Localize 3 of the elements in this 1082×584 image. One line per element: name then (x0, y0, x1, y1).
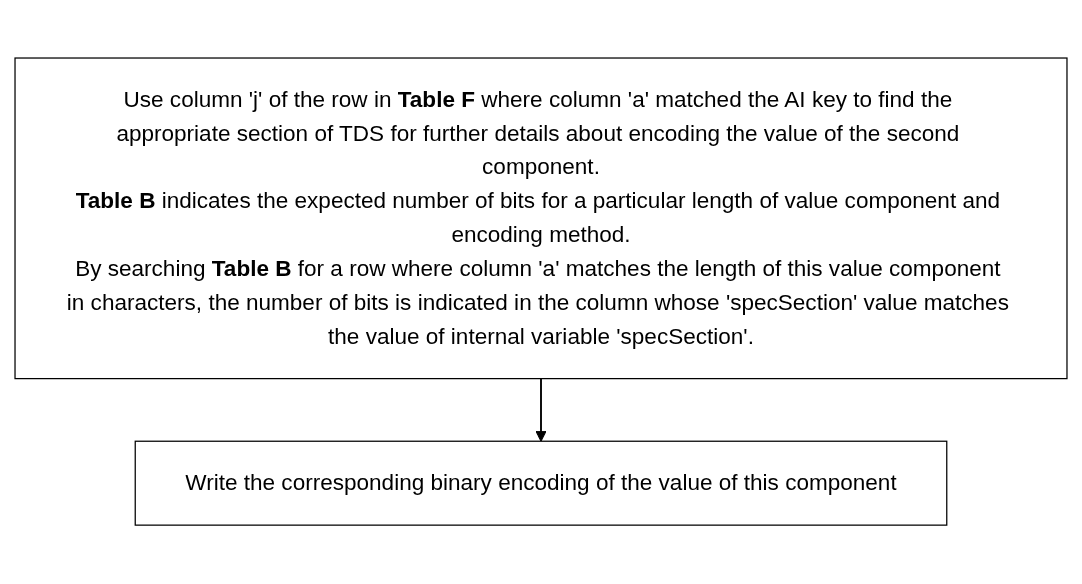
node-box: Write the corresponding binary encoding of the value of this component (134, 441, 948, 527)
arrow (535, 378, 547, 443)
node-box: Use column 'j' of the row in Table F where column 'a' matched the AI key to find the appropriate section of TDS for further details about encoding the value of the second component. Table B indicates the expected number of bits for a particular length of value component and encoding method. By searching Table B for a row where column 'a' matches the length of this value component in characters, the number of bits is indicated in the column whose 'specSection' value matches the value of internal variable 'specSection'. (14, 57, 1068, 380)
